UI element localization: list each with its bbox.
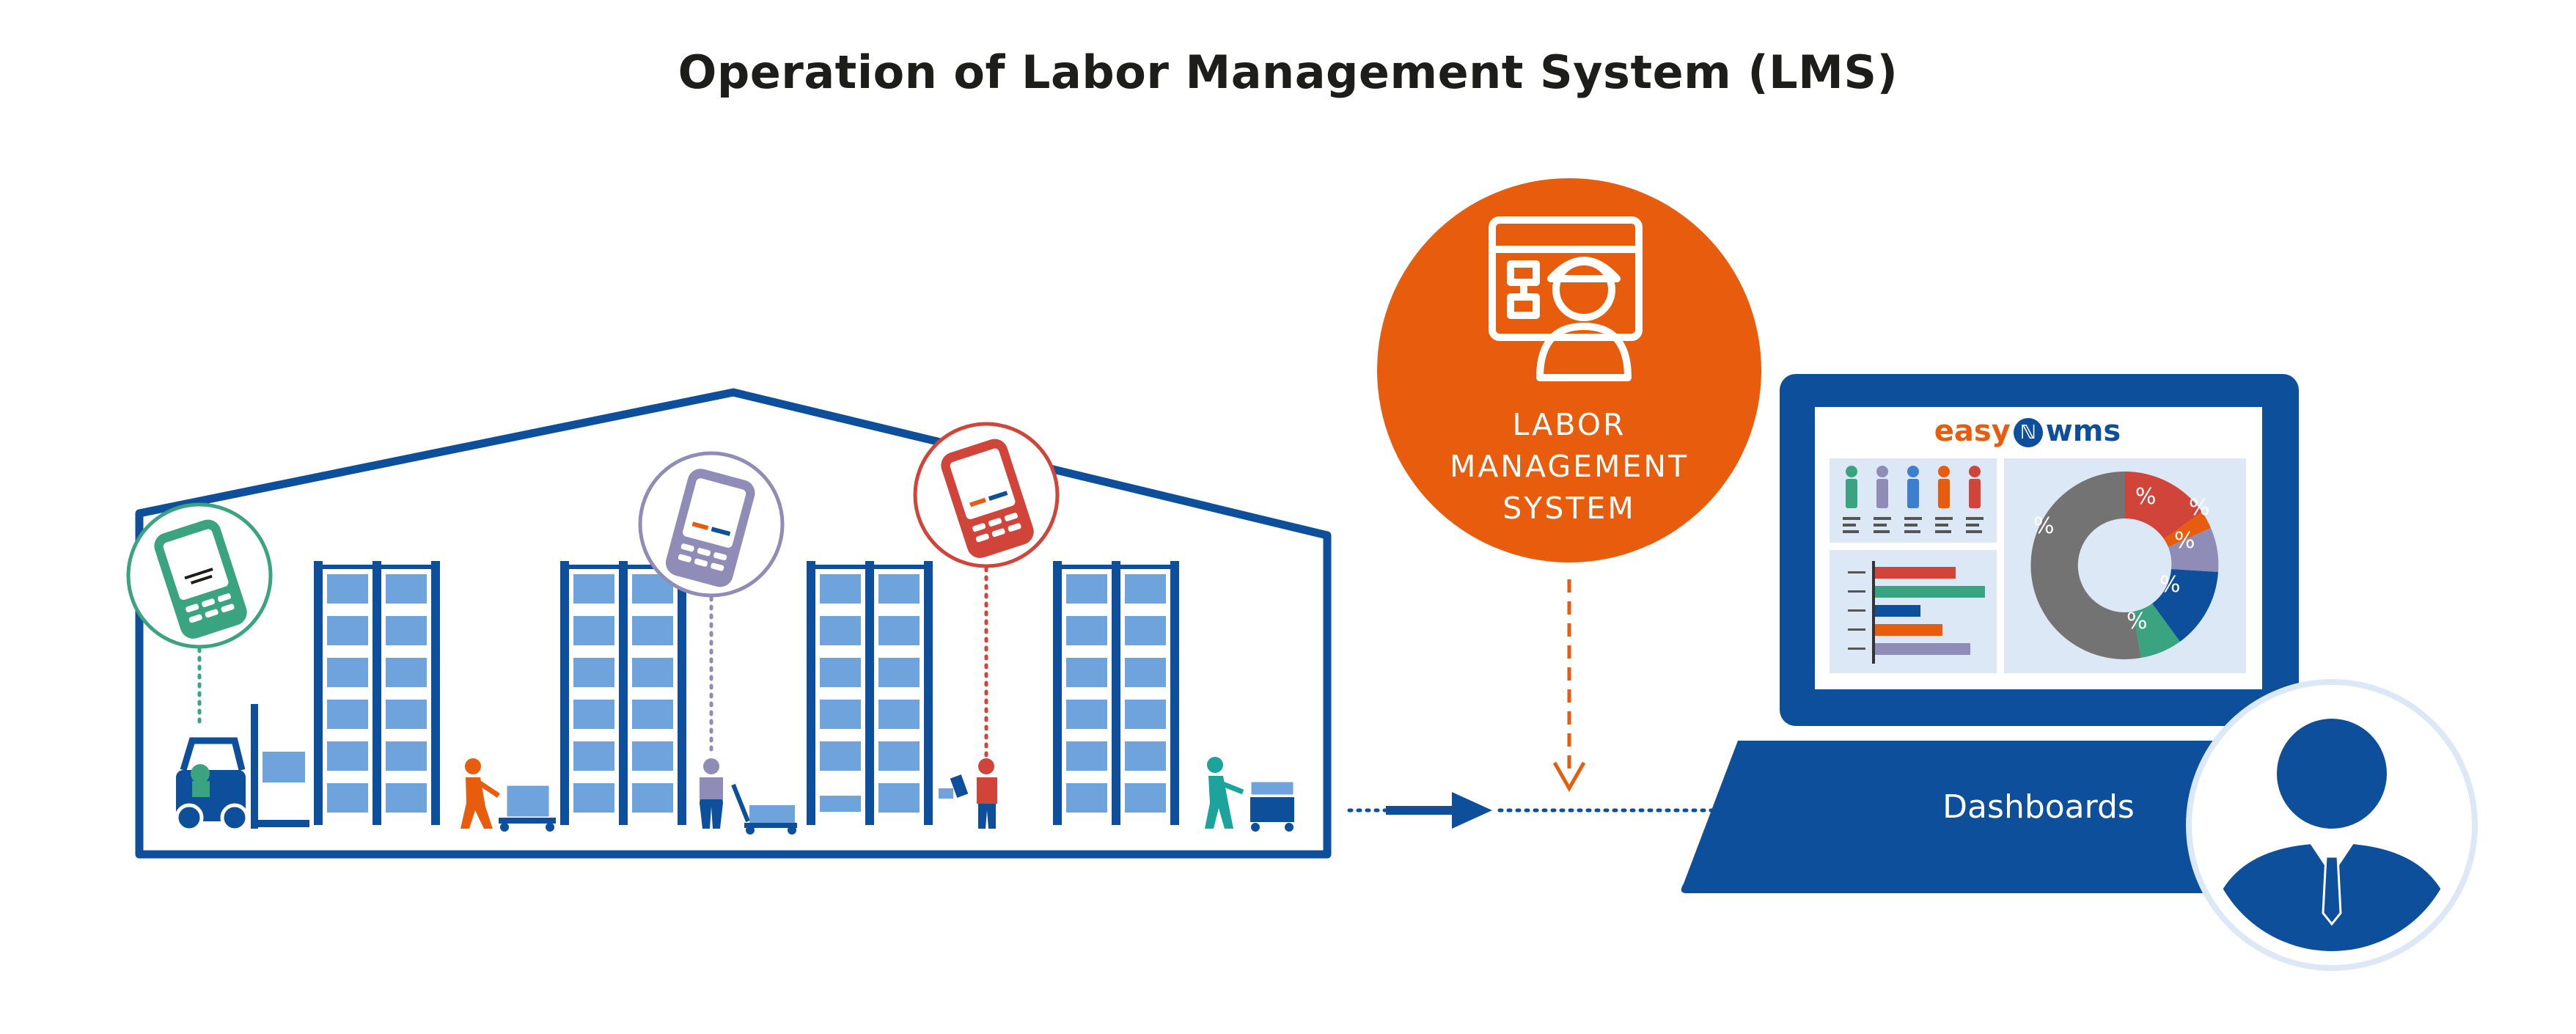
brand-mark-icon: ℕ <box>2013 418 2043 447</box>
lms-label-line3: SYSTEM <box>1502 491 1636 526</box>
lms-arrow-head <box>1552 761 1586 793</box>
rack-1 <box>314 561 440 825</box>
pie-percent-label-1: % <box>2135 484 2157 510</box>
brand-wms: wms <box>2045 414 2121 448</box>
pallet-jack-icon-1 <box>499 783 556 832</box>
bar-chart-icon <box>1848 561 1985 664</box>
pie-chart-icon <box>2030 471 2219 659</box>
staff-icons <box>1843 466 1984 533</box>
racks <box>314 561 1179 825</box>
diagram-title: Operation of Labor Management System (LM… <box>678 45 1898 99</box>
handheld-scanner-icon-red <box>913 422 1060 568</box>
lms-label-line1: LABOR <box>1512 407 1626 442</box>
brand-easy: easy <box>1934 414 2011 448</box>
rack-4 <box>1053 561 1179 825</box>
cart-icon <box>1249 780 1296 832</box>
forklift-icon <box>175 704 309 832</box>
worker-icon-red <box>939 758 997 829</box>
worker-icon-orange <box>460 758 500 829</box>
flow-arrow-head <box>1452 792 1492 829</box>
user-avatar-icon <box>2186 679 2478 971</box>
handheld-scanner-icon-lilac <box>638 451 785 598</box>
pie-percent-label-4: % <box>2159 572 2181 598</box>
worker-icon-teal <box>1205 757 1244 829</box>
pie-percent-label-5: % <box>2127 609 2148 634</box>
rack-3 <box>807 561 933 825</box>
dashboards-label: Dashboards <box>1942 788 2135 826</box>
handheld-scanner-icon-green <box>126 502 273 649</box>
pie-percent-label-6: % <box>2033 513 2055 539</box>
pie-percent-label-3: % <box>2174 528 2195 554</box>
lms-label-line2: MANAGEMENT <box>1449 449 1689 484</box>
rack-2 <box>560 561 686 825</box>
operator-icon <box>1489 216 1643 381</box>
pie-percent-label-2: % <box>2189 495 2210 521</box>
worker-icon-lilac <box>700 758 797 835</box>
lms-circle <box>1377 178 1761 562</box>
